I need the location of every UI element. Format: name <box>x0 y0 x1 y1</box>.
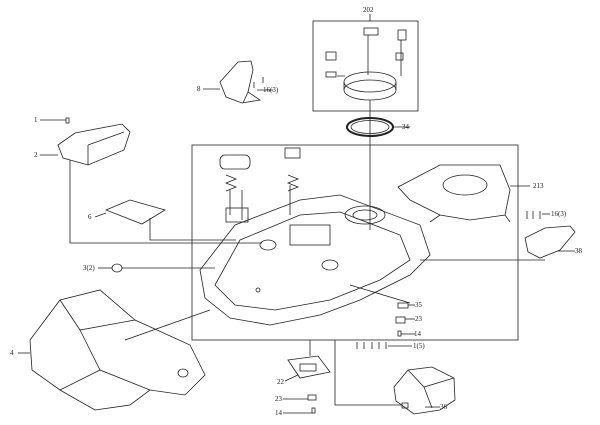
part-202-sensor-assembly <box>325 14 407 101</box>
sensor-group-frame <box>312 20 419 112</box>
part-6-pad <box>94 199 236 241</box>
small-parts-lower <box>283 340 331 414</box>
screws-16-right <box>526 211 550 219</box>
label-4: 4 <box>10 349 14 357</box>
label-14-lower: 14 <box>275 409 282 417</box>
part-4-front-cover <box>18 289 211 411</box>
label-1: 1 <box>34 116 38 124</box>
label-23-right: 23 <box>415 315 422 323</box>
label-213: 213 <box>533 182 544 190</box>
label-35: 35 <box>415 301 422 309</box>
label-16-top: 16(3) <box>263 86 279 94</box>
small-parts-right <box>349 284 415 349</box>
part-38-cover <box>420 225 576 261</box>
label-6: 6 <box>88 213 92 221</box>
main-chassis <box>199 147 431 326</box>
label-22: 22 <box>277 378 284 386</box>
main-assembly-frame <box>191 144 519 341</box>
label-16-right: 16(3) <box>551 210 567 218</box>
part-36-cover <box>334 340 456 415</box>
part-34-seal-ring <box>346 100 410 230</box>
part-8-cover <box>203 60 273 104</box>
label-3: 3(2) <box>83 264 95 272</box>
label-8: 8 <box>197 85 201 93</box>
label-1-5: 1(5) <box>413 342 425 350</box>
label-2: 2 <box>34 151 38 159</box>
label-23-lower: 23 <box>275 395 282 403</box>
part-3-bumper <box>98 263 215 273</box>
label-202: 202 <box>363 6 374 14</box>
label-36: 36 <box>440 403 447 411</box>
label-38: 38 <box>575 247 582 255</box>
label-14-right: 14 <box>414 330 421 338</box>
part-2-housing <box>40 117 262 244</box>
label-34: 34 <box>402 123 409 131</box>
part-213-tray <box>397 164 530 223</box>
